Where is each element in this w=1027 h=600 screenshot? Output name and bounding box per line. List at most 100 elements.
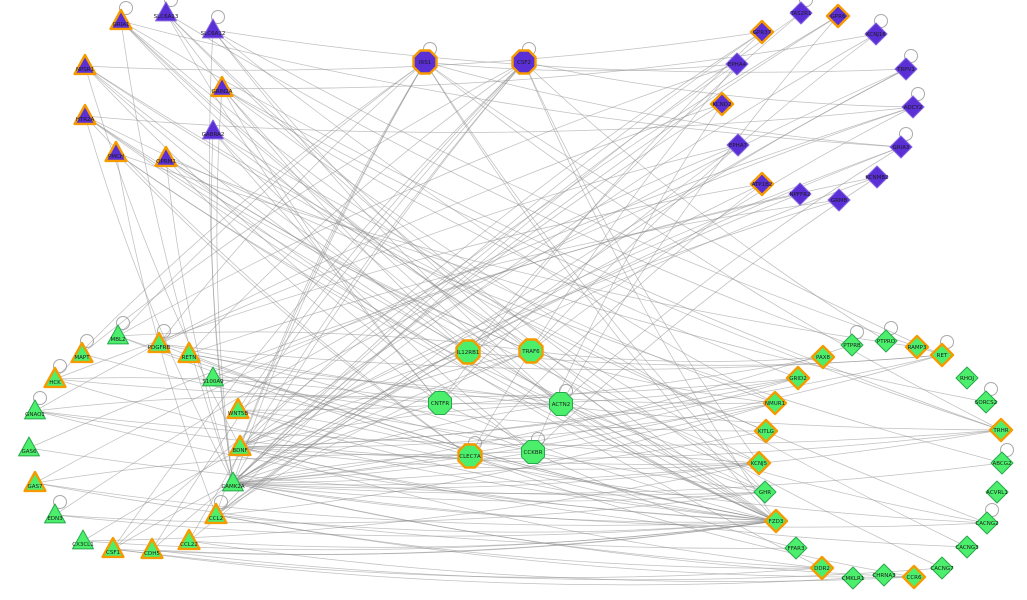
node-CMKLR1[interactable] (841, 566, 865, 590)
node-CSF1[interactable] (101, 536, 125, 559)
node-IRS1[interactable] (412, 49, 438, 75)
node-GRIA1[interactable] (109, 8, 133, 31)
node-CHRNA3[interactable] (872, 563, 896, 587)
node-GHR[interactable] (753, 480, 777, 504)
node-KITLG[interactable] (753, 418, 779, 444)
node-FFAR3[interactable] (784, 536, 808, 560)
edge (54, 491, 766, 524)
edge (84, 106, 914, 133)
node-IL12RB1[interactable] (455, 339, 481, 365)
node-GRM8[interactable] (827, 188, 851, 212)
edge (232, 193, 801, 484)
node-ACTN2[interactable] (549, 392, 573, 416)
node-CCL22[interactable] (177, 528, 201, 551)
edge (84, 115, 1003, 464)
node-CACNG3[interactable] (955, 535, 979, 559)
node-CACNG7[interactable] (930, 556, 954, 580)
node-RET[interactable] (929, 342, 955, 368)
node-HCK[interactable] (43, 366, 67, 389)
node-TRAF6[interactable] (518, 338, 544, 364)
edge (120, 20, 532, 352)
node-RAMP3[interactable] (904, 334, 930, 360)
node-TRHR[interactable] (988, 417, 1014, 443)
node-KCNJ16[interactable] (864, 22, 888, 46)
node-SLC6A12[interactable] (202, 18, 224, 39)
node-WNT5B[interactable] (226, 397, 250, 420)
node-NPFFR2[interactable] (788, 182, 812, 206)
node-ADCY2[interactable] (901, 95, 925, 119)
edge (165, 157, 234, 484)
node-CCR6[interactable] (901, 564, 927, 590)
edge (34, 106, 914, 484)
node-EPHA4[interactable] (725, 52, 749, 76)
node-CCL2[interactable] (204, 502, 228, 525)
edge (232, 482, 988, 528)
node-CX3CL1[interactable] (72, 529, 94, 550)
self-loop-edge (119, 1, 133, 15)
node-MBL2[interactable] (107, 324, 129, 345)
node-GRIN2A[interactable] (210, 75, 234, 98)
edge (424, 61, 943, 356)
node-KCNMB2[interactable] (865, 165, 889, 189)
node-SLC6A13[interactable] (155, 1, 177, 22)
edge (239, 429, 1002, 459)
node-EDN3[interactable] (44, 503, 66, 524)
node-GAS7[interactable] (23, 470, 47, 493)
edge (523, 61, 777, 522)
node-BDNF[interactable] (228, 434, 252, 457)
edge (112, 350, 532, 550)
node-CNTFR[interactable] (428, 391, 452, 415)
node-CACNG2[interactable] (975, 511, 999, 535)
node-CCKBR[interactable] (521, 440, 545, 464)
node-CDH5[interactable] (140, 537, 164, 560)
node-ACVRL1[interactable] (985, 480, 1009, 504)
edge (165, 157, 760, 464)
node-KCNJ5[interactable] (746, 450, 772, 476)
node-PMCH[interactable] (104, 140, 128, 163)
edge (158, 61, 426, 345)
node-GPR37[interactable] (749, 19, 775, 45)
node-PTPRO[interactable] (874, 329, 898, 353)
node-ABCG2[interactable] (990, 451, 1014, 475)
edge (82, 146, 902, 542)
node-GPR6[interactable] (825, 3, 851, 29)
edge (237, 61, 525, 411)
node-OPRM1[interactable] (154, 145, 178, 168)
node-RHOJ[interactable] (955, 366, 979, 390)
node-S100A9[interactable] (202, 366, 224, 387)
edge (209, 29, 234, 484)
node-ATP1B2[interactable] (749, 171, 775, 197)
node-GRID2[interactable] (785, 365, 811, 391)
node-KCND2[interactable] (709, 91, 735, 117)
edge (34, 103, 723, 412)
node-GRIA3[interactable] (889, 135, 913, 159)
node-GAS6[interactable] (18, 436, 40, 457)
node-NPSR1[interactable] (73, 53, 97, 76)
node-RETN[interactable] (177, 341, 201, 364)
node-CLEC7A[interactable] (457, 443, 483, 469)
edge (469, 455, 777, 522)
node-GNAO1[interactable] (24, 399, 46, 420)
edge (215, 402, 776, 516)
node-DDR2[interactable] (809, 555, 835, 581)
node-MAPT[interactable] (70, 341, 94, 364)
edge (188, 540, 915, 582)
node-PTPRB[interactable] (840, 333, 864, 357)
node-TAS2R1[interactable] (789, 1, 813, 25)
node-SORCS2[interactable] (974, 390, 998, 414)
node-HTR2A[interactable] (73, 103, 97, 126)
node-CAMK2A[interactable] (222, 471, 244, 492)
node-EPHA7[interactable] (726, 133, 750, 157)
node-GABRA2[interactable] (202, 119, 224, 140)
node-PAX8[interactable] (810, 344, 836, 370)
node-TRPV1[interactable] (894, 57, 918, 81)
node-PDGFRB[interactable] (147, 331, 171, 354)
edge (120, 20, 234, 484)
node-CSF2[interactable] (511, 49, 537, 75)
edge (237, 409, 471, 457)
edge (188, 353, 776, 404)
edge (239, 446, 823, 569)
node-FZD3[interactable] (763, 508, 789, 534)
node-NMUR1[interactable] (762, 390, 788, 416)
